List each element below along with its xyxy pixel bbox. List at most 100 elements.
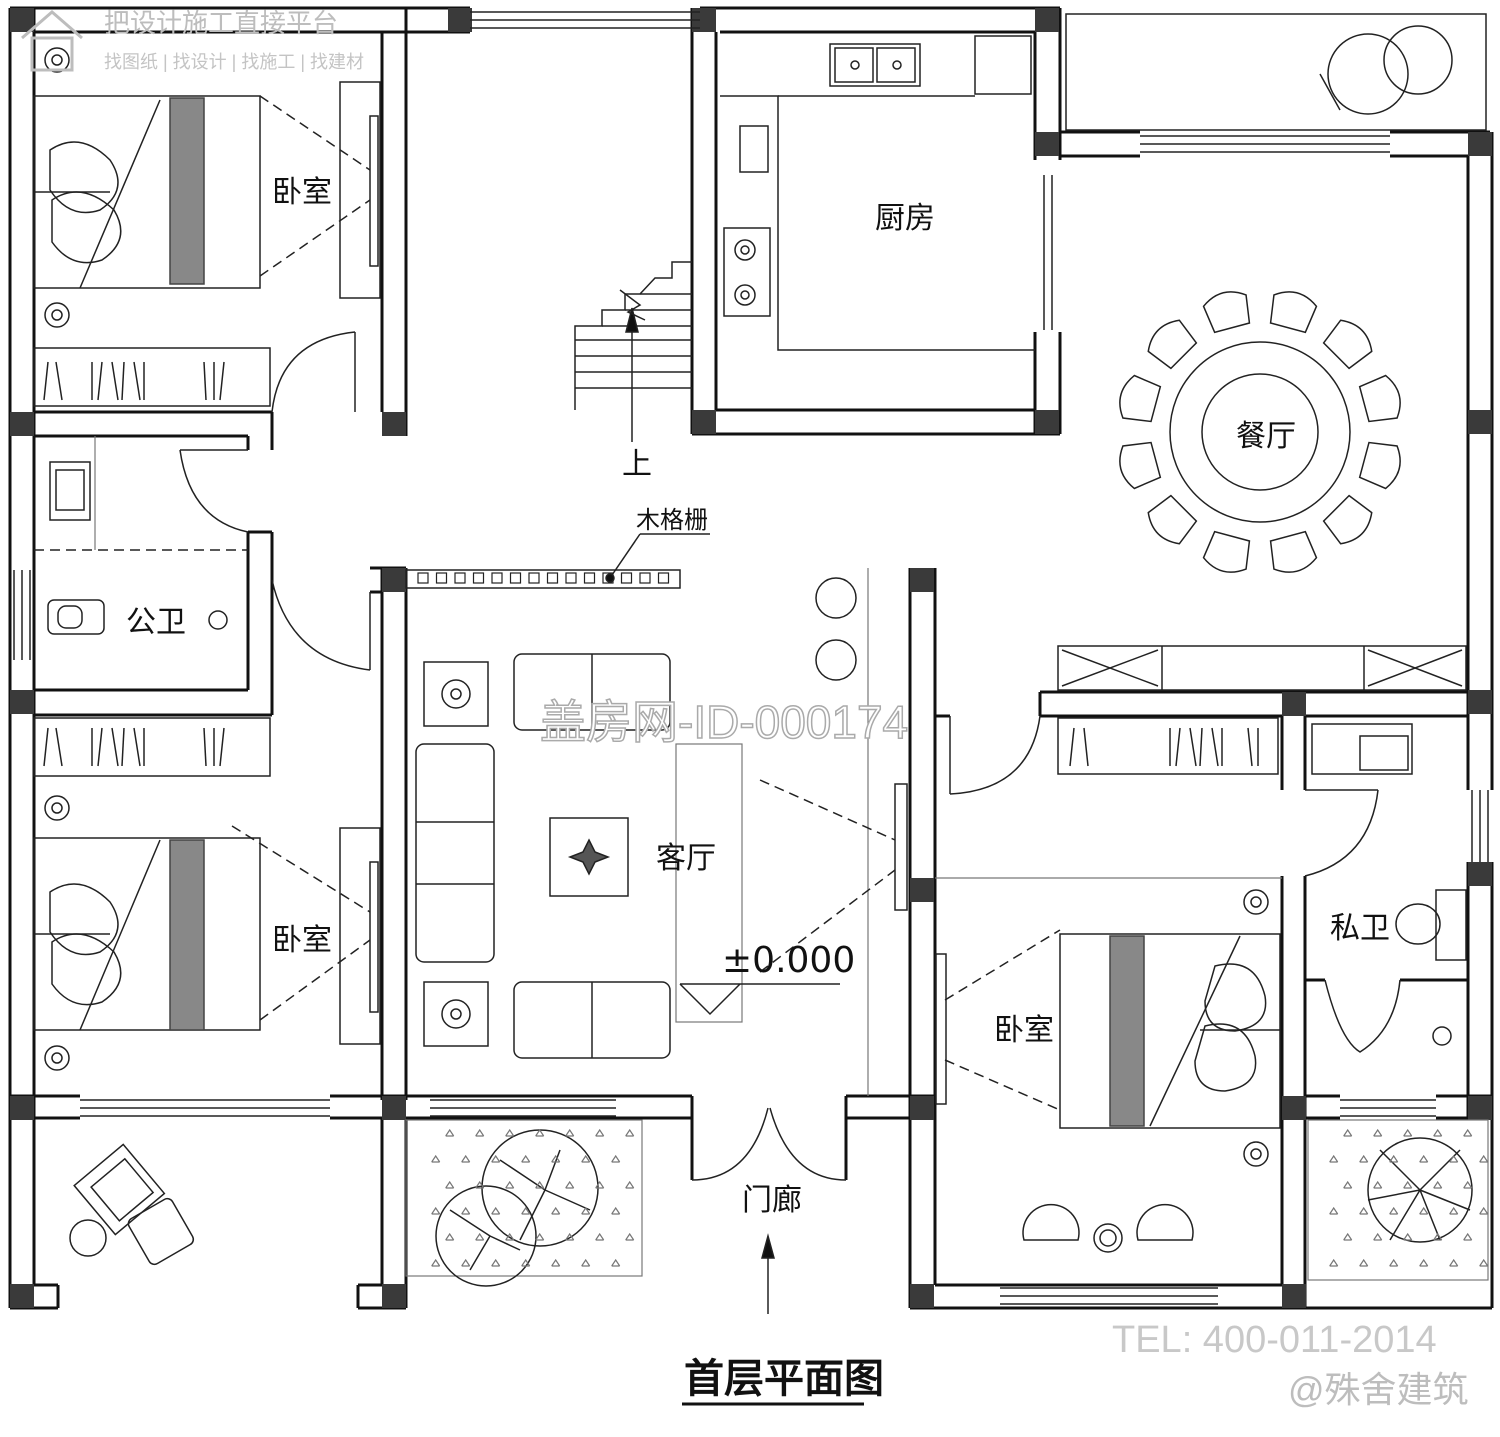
grass-tuft xyxy=(431,1154,441,1163)
dining-chair-seat xyxy=(1358,441,1401,490)
dining-chair-seat xyxy=(1358,374,1401,423)
grass-tuft xyxy=(431,1206,441,1215)
dining-chair-seat xyxy=(1119,374,1162,423)
dining-chair xyxy=(1119,374,1162,423)
dining-chair xyxy=(1202,291,1251,334)
grass-tuft xyxy=(505,1180,515,1189)
walls xyxy=(8,6,1494,1310)
watermark-sub: 找图纸 | 找设计 | 找施工 | 找建材 xyxy=(104,52,364,72)
grass-tuft xyxy=(1373,1180,1383,1189)
watermark-tel: TEL: 400-011-2014 xyxy=(1112,1319,1437,1361)
label-kitchen: 厨房 xyxy=(875,201,935,236)
grass-tuft xyxy=(1479,1258,1489,1267)
grass-tuft xyxy=(431,1258,441,1267)
column xyxy=(382,412,406,436)
grille-slat xyxy=(639,572,651,584)
watermark-brand: 把设计施工直接平台 xyxy=(104,8,338,38)
grass-tuft xyxy=(551,1154,561,1163)
column xyxy=(1035,8,1059,32)
grass-tuft xyxy=(535,1232,545,1241)
label-dining: 餐厅 xyxy=(1236,419,1296,454)
column xyxy=(910,1096,934,1120)
grass-tuft xyxy=(1463,1232,1473,1241)
grass-tuft xyxy=(1359,1206,1369,1215)
grass-tuft xyxy=(581,1258,591,1267)
label-stair-up: 上 xyxy=(622,447,652,482)
grille-slat xyxy=(528,572,540,584)
grass-tuft xyxy=(445,1128,455,1137)
grass-tuft xyxy=(625,1128,635,1137)
grass-tuft xyxy=(461,1206,471,1215)
grille-slat xyxy=(565,572,577,584)
column xyxy=(1282,692,1306,716)
doors xyxy=(179,331,1401,1181)
column xyxy=(1035,132,1059,156)
grass-tuft xyxy=(1343,1128,1353,1137)
grass-tuft xyxy=(551,1206,561,1215)
grass-tuft xyxy=(1359,1258,1369,1267)
column xyxy=(1282,1284,1306,1308)
grass-tuft xyxy=(1449,1206,1459,1215)
column xyxy=(10,412,34,436)
grille-slat xyxy=(491,572,503,584)
grass-tuft xyxy=(461,1154,471,1163)
grass-tuft xyxy=(1329,1258,1339,1267)
column xyxy=(448,8,472,32)
dining-chair-seat xyxy=(1269,530,1318,573)
grass-tuft xyxy=(565,1128,575,1137)
grass-tuft xyxy=(1373,1232,1383,1241)
grass-tuft xyxy=(595,1180,605,1189)
column xyxy=(10,690,34,714)
column xyxy=(1035,410,1059,434)
label-porch: 门廊 xyxy=(742,1183,802,1218)
grass-tuft xyxy=(521,1258,531,1267)
column xyxy=(910,568,934,592)
grille-slat xyxy=(620,572,633,584)
grass-tuft xyxy=(1403,1180,1413,1189)
label-private-bath: 私卫 xyxy=(1330,911,1390,946)
grass-tuft xyxy=(505,1128,515,1137)
grass-tuft xyxy=(595,1232,605,1241)
grass-tuft xyxy=(461,1258,471,1267)
grille-slat xyxy=(417,572,429,584)
grass-tuft xyxy=(1463,1180,1473,1189)
dining-chair xyxy=(1358,374,1401,423)
grass-tuft xyxy=(535,1180,545,1189)
grass-tuft xyxy=(491,1206,501,1215)
column xyxy=(382,1096,406,1120)
grille-slat xyxy=(472,572,485,584)
outdoor-furniture xyxy=(69,13,1489,1287)
column xyxy=(382,1284,406,1308)
bed-se xyxy=(935,717,1282,1253)
dining-chair xyxy=(1269,291,1318,334)
grass-tuft xyxy=(521,1206,531,1215)
column xyxy=(382,568,406,592)
dining-chair-seat xyxy=(1322,319,1373,370)
label-bedroom-w: 卧室 xyxy=(272,923,332,958)
dining-furniture xyxy=(1043,175,1467,691)
staircase xyxy=(574,261,692,442)
grass-tuft xyxy=(1433,1180,1443,1189)
grass-tuft xyxy=(1433,1232,1443,1241)
grass-tuft xyxy=(1403,1128,1413,1137)
private-bath-fixtures xyxy=(1311,723,1467,1046)
public-bath-fixtures xyxy=(34,436,248,635)
dining-chair xyxy=(1269,530,1318,573)
grille-slat xyxy=(435,572,448,584)
label-wood-grille: 木格栅 xyxy=(636,506,708,534)
grille-slat xyxy=(657,572,670,584)
grass-tuft xyxy=(1419,1258,1429,1267)
dining-chair xyxy=(1358,441,1401,490)
dining-chair-seat xyxy=(1147,319,1198,370)
watermark-id: 盖房网-ID-000174 xyxy=(540,696,908,748)
grass-tuft xyxy=(1479,1154,1489,1163)
column xyxy=(1468,1096,1492,1120)
grille-slat xyxy=(546,572,559,584)
dining-chair xyxy=(1322,494,1373,545)
grass-tuft xyxy=(1329,1206,1339,1215)
label-bedroom-se: 卧室 xyxy=(994,1013,1054,1048)
dining-chair xyxy=(1119,441,1162,490)
grass-tuft xyxy=(565,1232,575,1241)
grass-tuft xyxy=(1389,1154,1399,1163)
